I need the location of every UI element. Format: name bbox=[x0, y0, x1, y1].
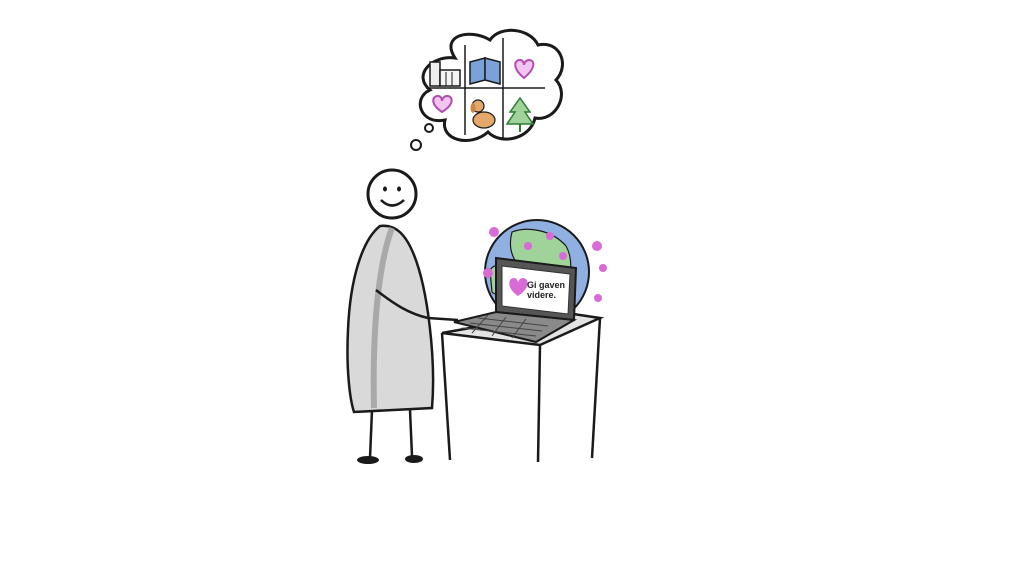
heart-icon bbox=[514, 58, 535, 80]
tree-icon bbox=[505, 96, 535, 132]
laptop-screen-text-line1: Gi gaven bbox=[527, 280, 565, 290]
thought-bubble bbox=[410, 28, 564, 151]
floating-hearts bbox=[483, 227, 607, 302]
laptop-screen bbox=[501, 265, 571, 315]
person-arm bbox=[375, 289, 459, 322]
dog-icon bbox=[470, 99, 496, 129]
heart-icon bbox=[432, 94, 453, 114]
building-icon bbox=[429, 61, 461, 87]
person bbox=[346, 168, 459, 464]
laptop: Gi gaven videre. bbox=[453, 256, 578, 344]
heart-logo bbox=[509, 278, 528, 296]
book-icon bbox=[469, 57, 501, 85]
laptop-screen-text-line2: videre. bbox=[527, 290, 556, 300]
person-coat bbox=[346, 224, 435, 414]
person-head bbox=[366, 168, 418, 220]
